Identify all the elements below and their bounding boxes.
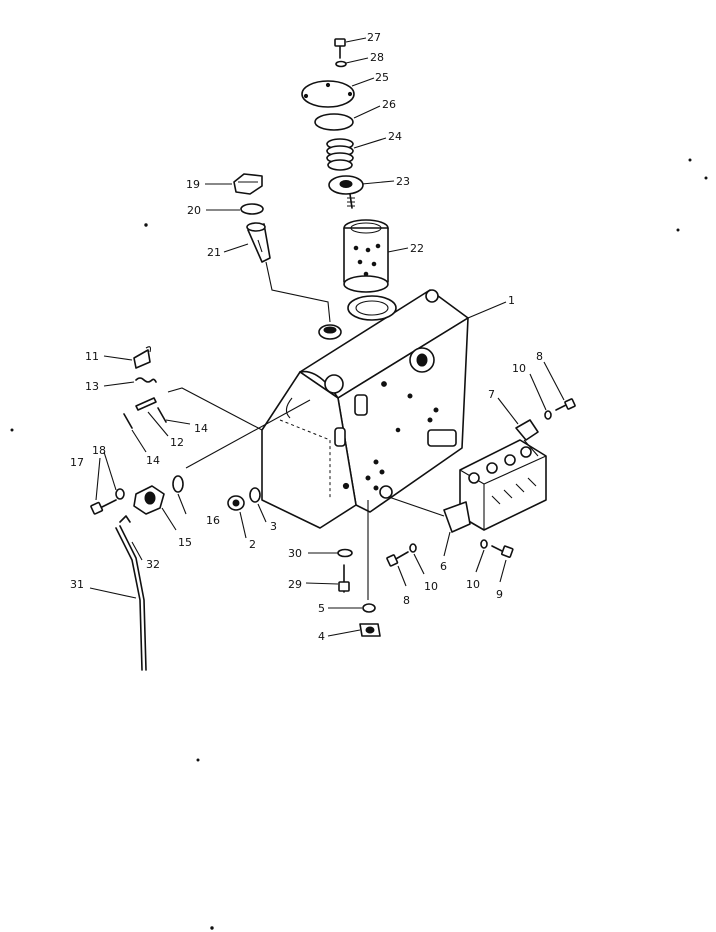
callout-8: 8 — [403, 594, 410, 607]
callout-17: 17 — [70, 456, 84, 469]
callout-28: 28 — [370, 51, 384, 64]
callout-7: 7 — [488, 388, 495, 401]
part-12-pin — [135, 397, 157, 411]
callout-12: 12 — [170, 436, 184, 449]
part-3-oring — [249, 487, 261, 503]
part-31-pipe — [115, 525, 147, 671]
part-8-bolts — [386, 398, 576, 567]
part-25-cover — [301, 80, 355, 108]
part-32-clip — [119, 515, 131, 523]
callout-3: 3 — [270, 520, 277, 533]
callout-27: 27 — [367, 31, 381, 44]
callout-4: 4 — [318, 630, 325, 643]
callout-26: 26 — [382, 98, 396, 111]
callout-2: 2 — [249, 538, 256, 551]
part-27-bolt — [334, 38, 346, 59]
part-6-valve-block — [379, 439, 547, 533]
callout-29: 29 — [288, 578, 302, 591]
part-21-strainer — [246, 222, 331, 323]
part-16-oring — [172, 475, 184, 493]
part-7-bracket — [515, 419, 539, 457]
part-5-oring — [362, 603, 376, 613]
callout-24: 24 — [388, 130, 402, 143]
part-14-clips — [123, 387, 311, 469]
callout-14: 14 — [194, 422, 208, 435]
part-19-cap — [233, 173, 263, 195]
callout-1: 1 — [508, 294, 515, 307]
part-15-flange — [133, 485, 165, 515]
part-29-bolt — [338, 564, 350, 593]
part-22-filter-element — [343, 219, 389, 293]
callout-8: 8 — [536, 350, 543, 363]
callout-10: 10 — [424, 580, 438, 593]
part-13-spring — [135, 377, 157, 383]
callout-18: 18 — [92, 444, 106, 457]
callout-10: 10 — [512, 362, 526, 375]
callout-13: 13 — [85, 380, 99, 393]
callout-5: 5 — [318, 602, 325, 615]
part-28-washer — [335, 60, 347, 68]
leader-lines — [89, 37, 565, 637]
callout-15: 15 — [178, 536, 192, 549]
part-24-spring — [326, 138, 354, 171]
callout-30: 30 — [288, 547, 302, 560]
callout-23: 23 — [396, 175, 410, 188]
callout-10: 10 — [466, 578, 480, 591]
callout-16: 16 — [206, 514, 220, 527]
callout-20: 20 — [187, 204, 201, 217]
callout-32: 32 — [146, 558, 160, 571]
part-4-plug — [359, 500, 381, 637]
callout-11: 11 — [85, 350, 99, 363]
callout-labels: 27 28 25 26 24 23 22 19 20 21 1 11 13 12… — [70, 31, 543, 643]
callout-6: 6 — [440, 560, 447, 573]
callout-14: 14 — [146, 454, 160, 467]
part-17-bolt — [90, 499, 117, 515]
callout-25: 25 — [375, 71, 389, 84]
part-9-bolt — [491, 545, 514, 558]
callout-9: 9 — [496, 588, 503, 601]
part-1-tank — [261, 289, 469, 529]
part-18-washer — [115, 488, 125, 500]
callout-22: 22 — [410, 242, 424, 255]
part-20-washer — [240, 203, 264, 215]
part-30-washer — [337, 548, 353, 558]
part-10-washers — [409, 410, 552, 553]
callout-21: 21 — [207, 246, 221, 259]
part-26-gasket — [314, 113, 354, 131]
part-23-valve — [328, 175, 364, 209]
part-11-bracket — [133, 346, 152, 369]
callout-31: 31 — [70, 578, 84, 591]
callout-19: 19 — [186, 178, 200, 191]
part-2-plug — [227, 495, 245, 511]
scan-specks — [10, 158, 708, 930]
